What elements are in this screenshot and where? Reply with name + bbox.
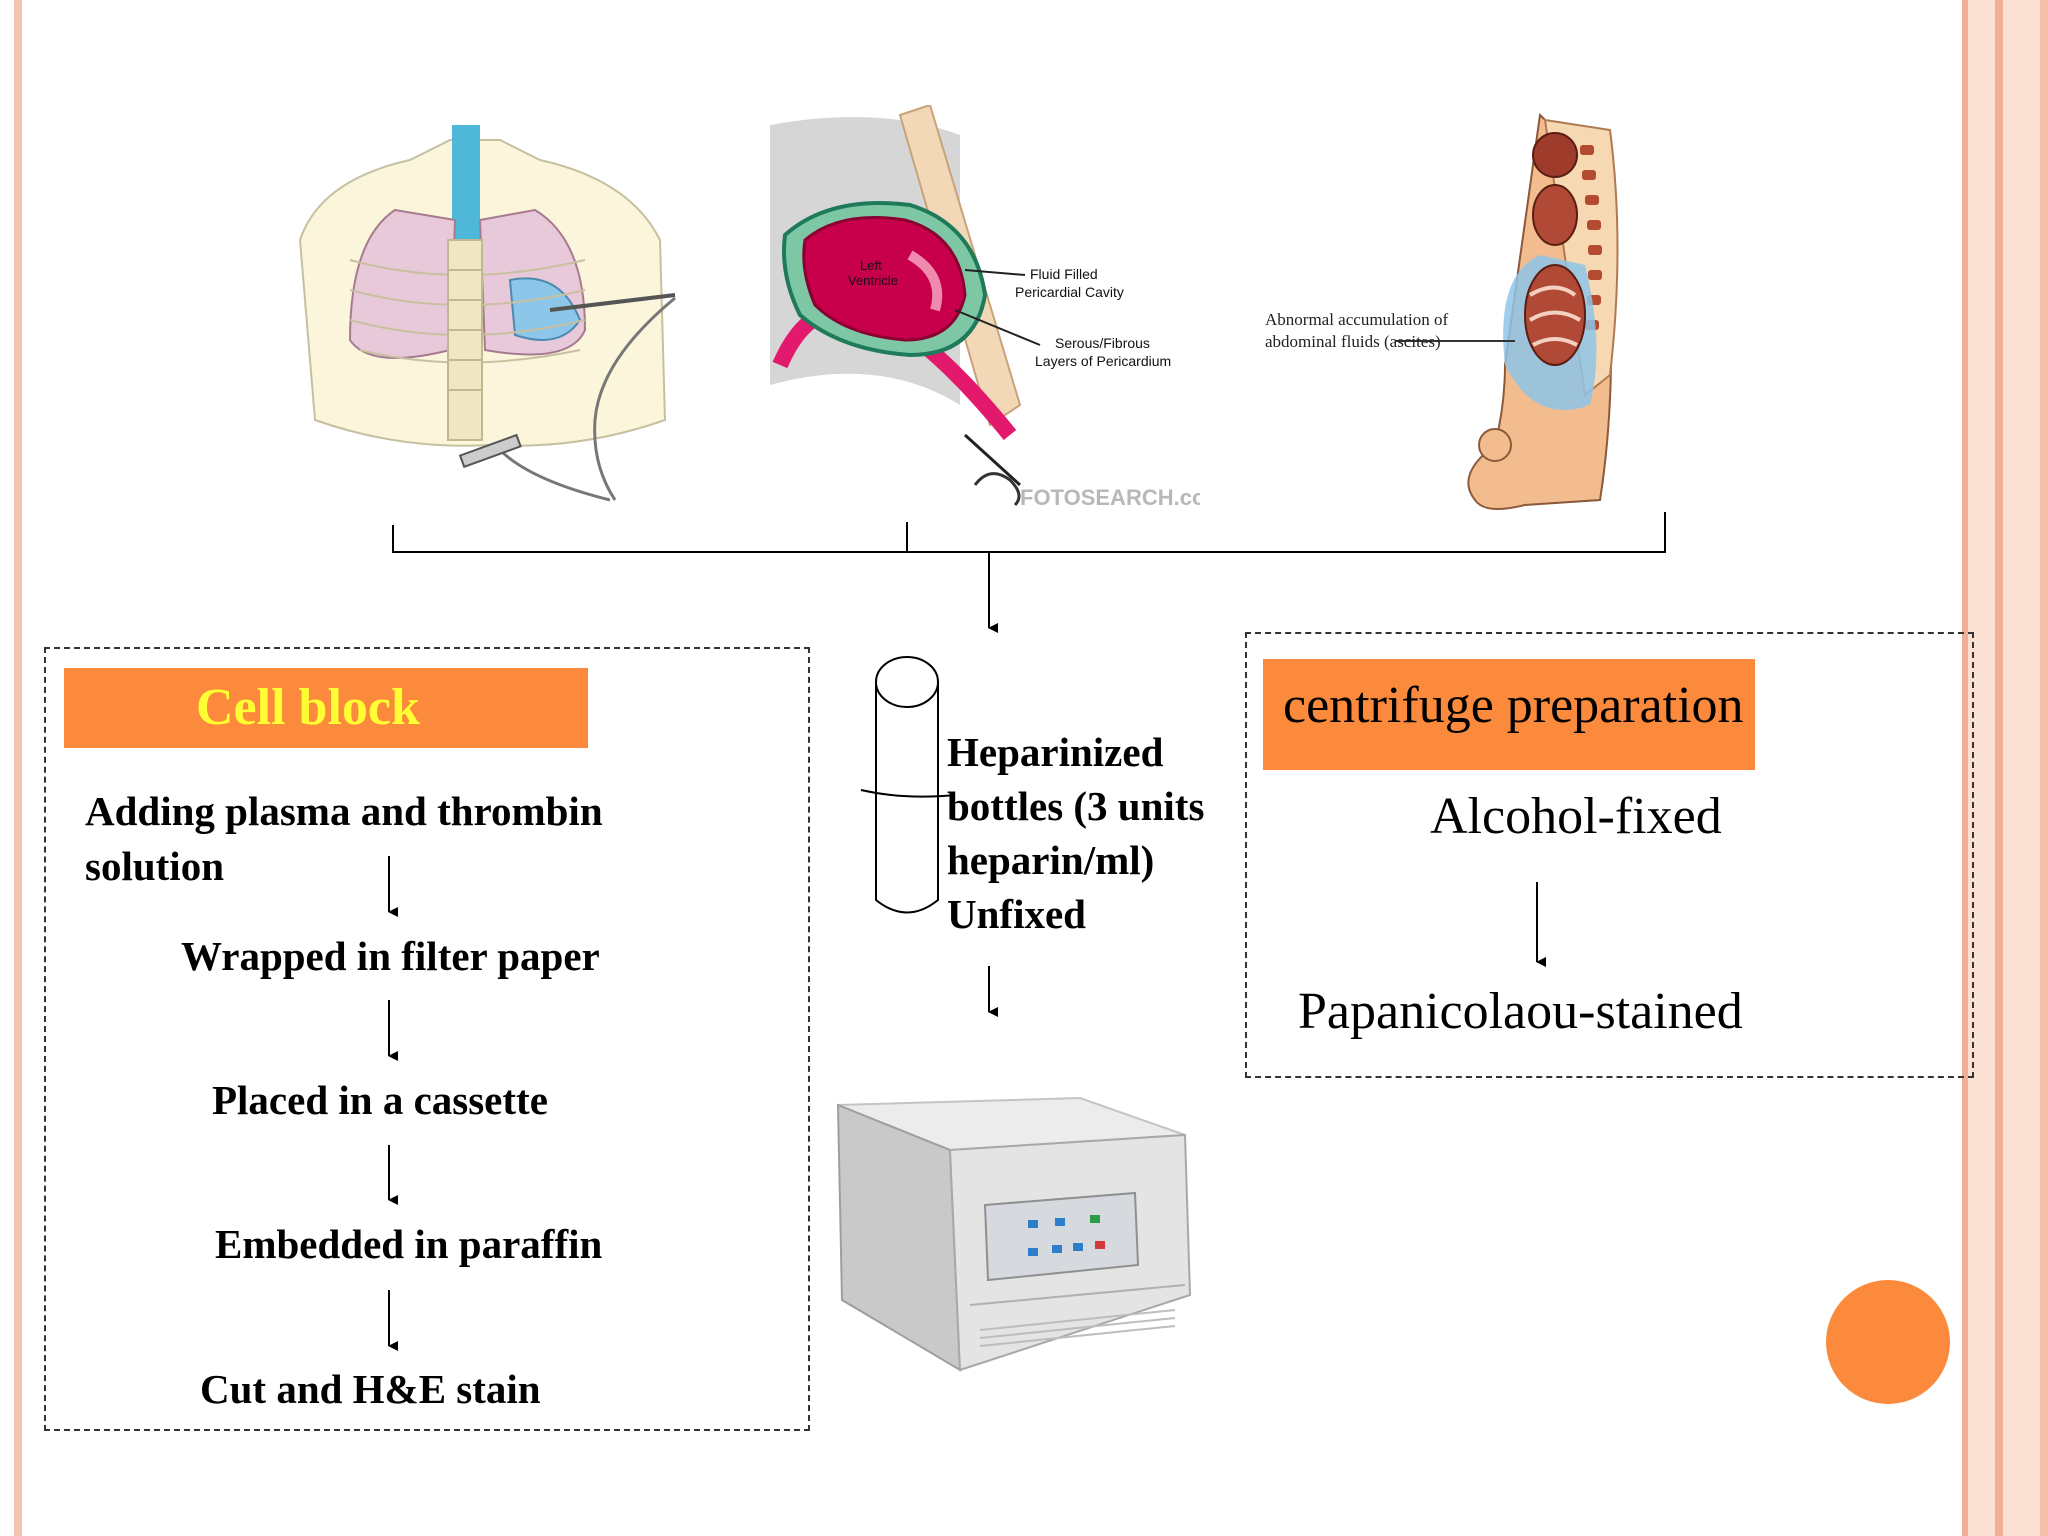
fotosearch-watermark: FOTOSEARCH.com (1020, 485, 1200, 510)
bottle-text-line: heparin/ml) (947, 837, 1155, 883)
right-border-stripe (1962, 0, 1968, 1536)
bottle-text-line: Heparinized (947, 729, 1164, 775)
ascites-label: Abnormal accumulation of (1265, 310, 1449, 329)
pericardium-layers-label: Serous/Fibrous (1055, 335, 1150, 351)
centrifuge-prep-box (1245, 632, 1974, 1078)
fluid-cavity-label: Fluid Filled (1030, 266, 1098, 282)
cell-block-step: Adding plasma and thrombin (85, 788, 603, 834)
centrifuge-prep-step: Alcohol-fixed (1430, 788, 1722, 845)
centrifuge-machine-icon (836, 1096, 1192, 1372)
cell-block-step: solution (85, 843, 224, 889)
bottle-text-line: bottles (3 units (947, 783, 1205, 829)
cell-block-step: Placed in a cassette (212, 1077, 548, 1123)
ascites-illustration: Abnormal accumulation of abdominal fluid… (1265, 112, 1619, 510)
centrifuge-prep-step: Papanicolaou-stained (1298, 983, 1743, 1040)
ventricle-label: Ventricle (848, 273, 898, 288)
right-border-stripe (2040, 0, 2048, 1536)
cell-block-step: Embedded in paraffin (215, 1221, 603, 1267)
cell-block-box (44, 647, 810, 1431)
cell-block-step: Cut and H&E stain (200, 1366, 541, 1412)
pericardium-illustration: Left Ventricle Fluid Filled Pericardial … (770, 105, 1200, 510)
cell-block-step: Wrapped in filter paper (181, 933, 600, 979)
fluid-cavity-label: Pericardial Cavity (1015, 284, 1124, 300)
left-border-stripe (14, 0, 22, 1536)
ascites-label: abdominal fluids (ascites) (1265, 332, 1441, 351)
right-border-stripe (1995, 0, 2003, 1536)
thoracentesis-illustration (298, 125, 676, 502)
right-border-band (1962, 0, 2048, 1536)
ventricle-label: Left (860, 258, 882, 273)
centrifuge-prep-title: centrifuge preparation (1283, 677, 1744, 734)
cell-block-header (64, 668, 588, 748)
centrifuge-prep-header (1263, 659, 1755, 770)
pericardium-layers-label: Layers of Pericardium (1035, 353, 1171, 369)
bottle-text-line: Unfixed (947, 891, 1086, 937)
heparinized-bottle-icon (860, 656, 955, 914)
cell-block-title: Cell block (196, 679, 420, 736)
decorative-orange-circle (1826, 1280, 1950, 1404)
